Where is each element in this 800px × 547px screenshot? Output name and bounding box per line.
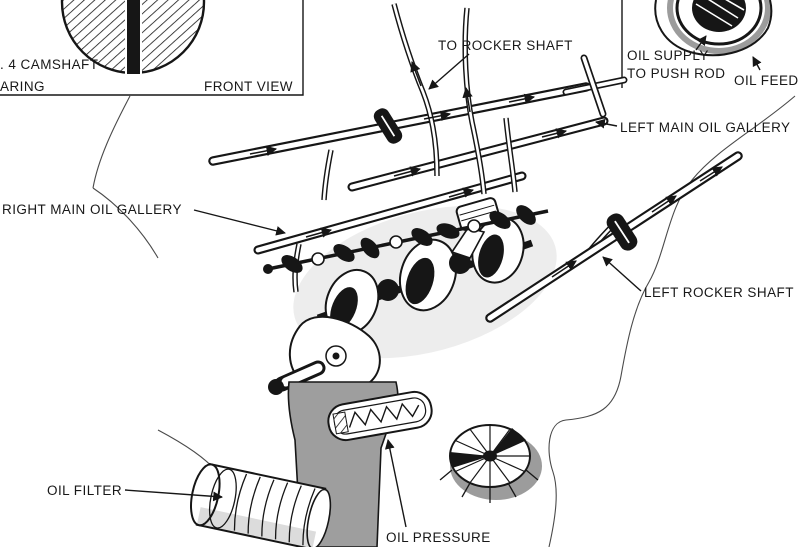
right-main-oil-gallery-tube [253,171,527,255]
label-left-main-oil-gallery: LEFT MAIN OIL GALLERY [620,119,791,137]
label-left-rocker-shaft: LEFT ROCKER SHAFT [644,284,794,302]
label-camshaft-bearing-line2: ARING [0,79,46,94]
crankshaft-assembly [316,197,534,335]
label-oil-feed-text: OIL FEED [734,73,799,88]
leader-oil-filter [124,489,223,502]
gallery-end-cross [562,54,628,118]
leader-oil-pressure [384,439,407,528]
label-oil-supply-line2: TO PUSH ROD [627,66,726,81]
valve-spring [348,402,420,428]
label-to-rocker-shaft-text: TO ROCKER SHAFT [438,38,573,53]
leader-oil-feed [752,56,762,71]
label-to-rocker-shaft: TO ROCKER SHAFT [438,37,573,55]
oil-pressure-relief-valve [327,390,433,442]
rocker-pedestal [606,213,638,251]
rocker-pedestal [373,108,403,144]
front-view-frame [0,0,304,96]
label-oil-supply-line1: OIL SUPPLY [627,48,709,63]
label-oil-pressure-text: OIL PRESSURE [386,530,491,545]
leader-to-rocker-shaft [428,53,470,90]
label-camshaft-bearing-line1: . 4 CAMSHAFT [0,57,99,72]
label-oil-pressure: OIL PRESSURE [386,529,491,547]
label-front-view: FRONT VIEW [204,78,293,96]
leader-left-rocker-shaft [602,256,642,292]
leader-oil-supply [695,35,707,51]
label-right-main-oil-gallery: RIGHT MAIN OIL GALLERY [2,201,182,219]
label-oil-supply-to-push-rod: OIL SUPPLY TO PUSH ROD [627,47,725,83]
leader-right-main-oil-gallery [193,209,286,236]
label-right-main-oil-gallery-text: RIGHT MAIN OIL GALLERY [2,202,182,217]
oil-pump-rotor [439,424,542,503]
label-camshaft-bearing: . 4 CAMSHAFT ARING [0,54,98,98]
oil-flow-arrows [249,61,723,278]
label-oil-filter-text: OIL FILTER [47,483,123,498]
push-rod-oil-inset [621,0,773,88]
label-front-view-text: FRONT VIEW [204,79,294,94]
crank-snout [268,379,284,395]
leader-left-main-oil-gallery [595,118,618,129]
camshaft [263,205,549,274]
label-oil-feed: OIL FEED [734,72,799,90]
push-rod-section [692,0,746,32]
label-left-rocker-shaft-text: LEFT ROCKER SHAFT [644,285,794,300]
label-oil-filter: OIL FILTER [47,482,122,500]
oil-riser-tubes [292,3,623,293]
oil-filter-canister [190,462,332,547]
leader-lines [124,35,762,528]
camshaft-bearing-inset [0,0,304,96]
left-rocker-shaft-tube [485,151,743,323]
label-left-main-oil-gallery-text: LEFT MAIN OIL GALLERY [620,120,791,135]
